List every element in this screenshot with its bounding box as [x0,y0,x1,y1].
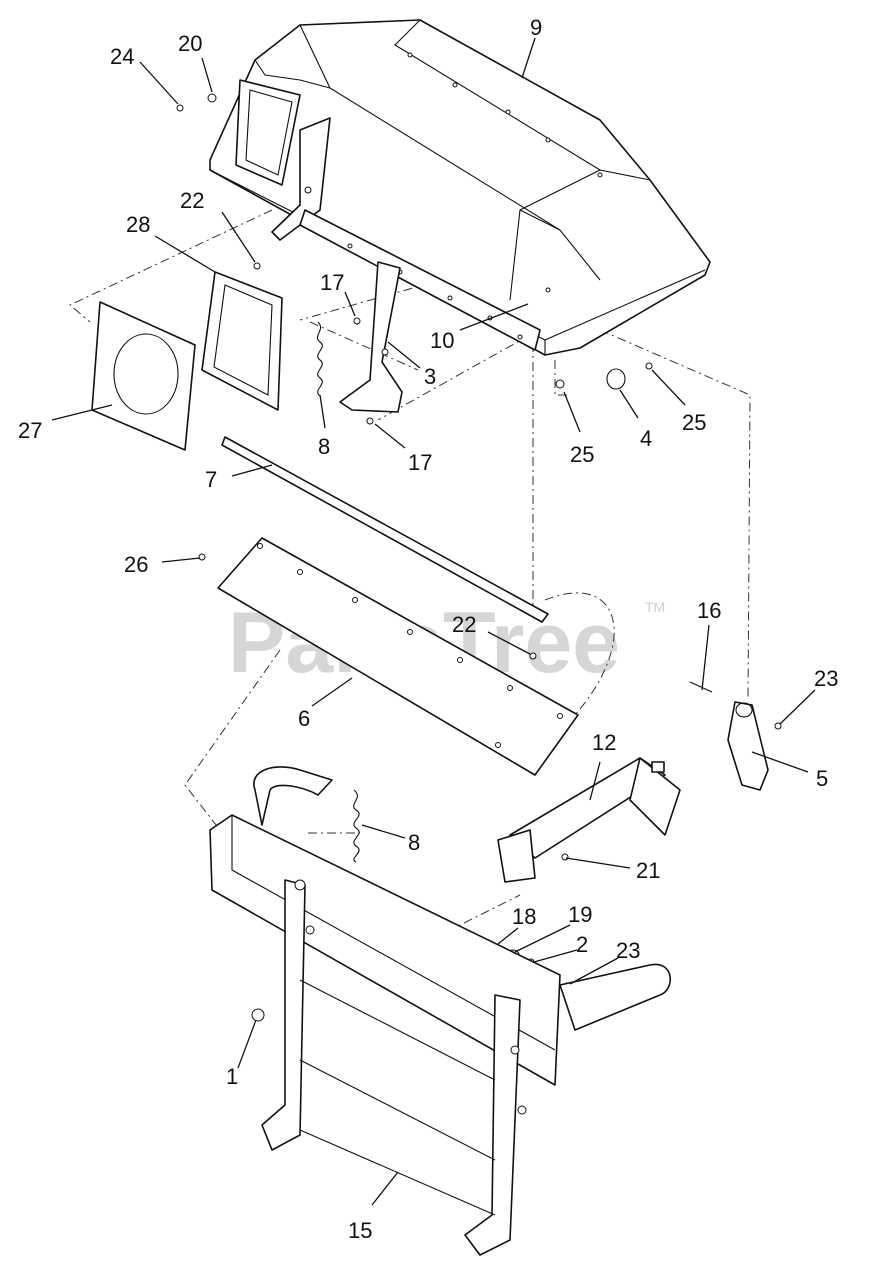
callout-16: 16 [697,598,721,623]
callout-15: 15 [348,1218,372,1243]
mounting-plate [217,537,579,776]
callout-24: 24 [110,44,134,69]
callout-12: 12 [592,730,616,755]
callout-26: 26 [124,552,148,577]
support-arm [497,757,681,883]
callout-27: 27 [18,418,42,443]
callout-19: 19 [568,902,592,927]
callout-5: 5 [816,766,828,791]
callout-25-right: 25 [682,410,706,435]
main-frame [209,766,672,1256]
adapter-plate [91,301,196,451]
callout-21: 21 [636,858,660,883]
spring-lower [353,789,360,863]
callout-18: 18 [512,904,536,929]
callout-1: 1 [226,1064,238,1089]
callout-leaders [51,37,816,1206]
callout-25-left: 25 [570,442,594,467]
callout-3: 3 [424,364,436,389]
callout-20: 20 [178,31,202,56]
callout-6: 6 [298,706,310,731]
callout-23-lower: 23 [616,938,640,963]
callout-17-upper: 17 [320,270,344,295]
callout-2: 2 [576,932,588,957]
bagger-hood [209,19,711,356]
callout-7: 7 [205,467,217,492]
watermark-trademark: TM [645,599,665,615]
callout-4: 4 [640,426,652,451]
callout-8-lower: 8 [408,830,420,855]
callout-17-lower: 17 [408,450,432,475]
spring-upper [316,321,323,397]
callout-28: 28 [126,212,150,237]
gasket-frame [201,271,283,411]
callout-22-upper: 22 [180,188,204,213]
mounting-strip [221,436,549,623]
callout-22-lower: 22 [452,612,476,637]
latch-bracket [339,261,403,413]
callout-10: 10 [430,328,454,353]
callout-9: 9 [530,15,542,40]
callout-8-upper: 8 [318,434,330,459]
callout-labels: 24 20 9 22 28 17 10 3 8 17 25 4 25 27 7 … [18,15,838,1243]
latch-handle [727,701,769,791]
callout-23-upper: 23 [814,666,838,691]
